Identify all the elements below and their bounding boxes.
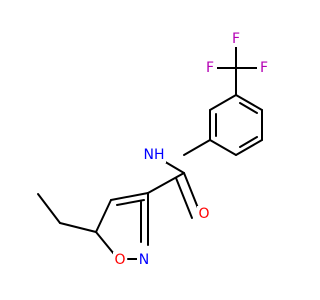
bond-ar-n: [183, 139, 211, 156]
bond-c4-c5: [95, 199, 112, 233]
bond-c5-ch2: [59, 222, 97, 233]
ethyl-group: [37, 193, 97, 233]
bond-ar-4: [209, 139, 237, 156]
isoxazole-ring: [95, 192, 149, 260]
bond-ar-double-2: [239, 136, 258, 148]
bond-ar-6: [209, 94, 237, 111]
atom-f-left: F: [206, 60, 214, 76]
atom-o-carbonyl: O: [198, 206, 209, 222]
bond-ar-3: [235, 139, 263, 156]
atom-f-top: F: [232, 31, 240, 47]
molecule-diagram: F F F NH O O N: [37, 31, 271, 268]
atom-nh: NH: [144, 147, 165, 163]
bond-c-ring: [147, 172, 185, 194]
benzene-ring: [209, 94, 263, 156]
bond-ar-1: [235, 94, 263, 111]
bond-ch2-ch3: [37, 193, 61, 224]
cf3-bonds: [216, 46, 258, 96]
bond-ar-double-1: [239, 102, 258, 114]
bond-c5-o: [95, 231, 115, 255]
bond-c-o-double: [175, 177, 193, 219]
bond-c3-c4: [110, 192, 149, 201]
atom-f-right: F: [260, 60, 268, 76]
atom-n-ring: N: [139, 252, 149, 268]
bond-c3-c4-double: [116, 199, 145, 206]
atom-o-ring: O: [114, 252, 125, 268]
atom-labels: F F F NH O O N: [113, 31, 271, 268]
